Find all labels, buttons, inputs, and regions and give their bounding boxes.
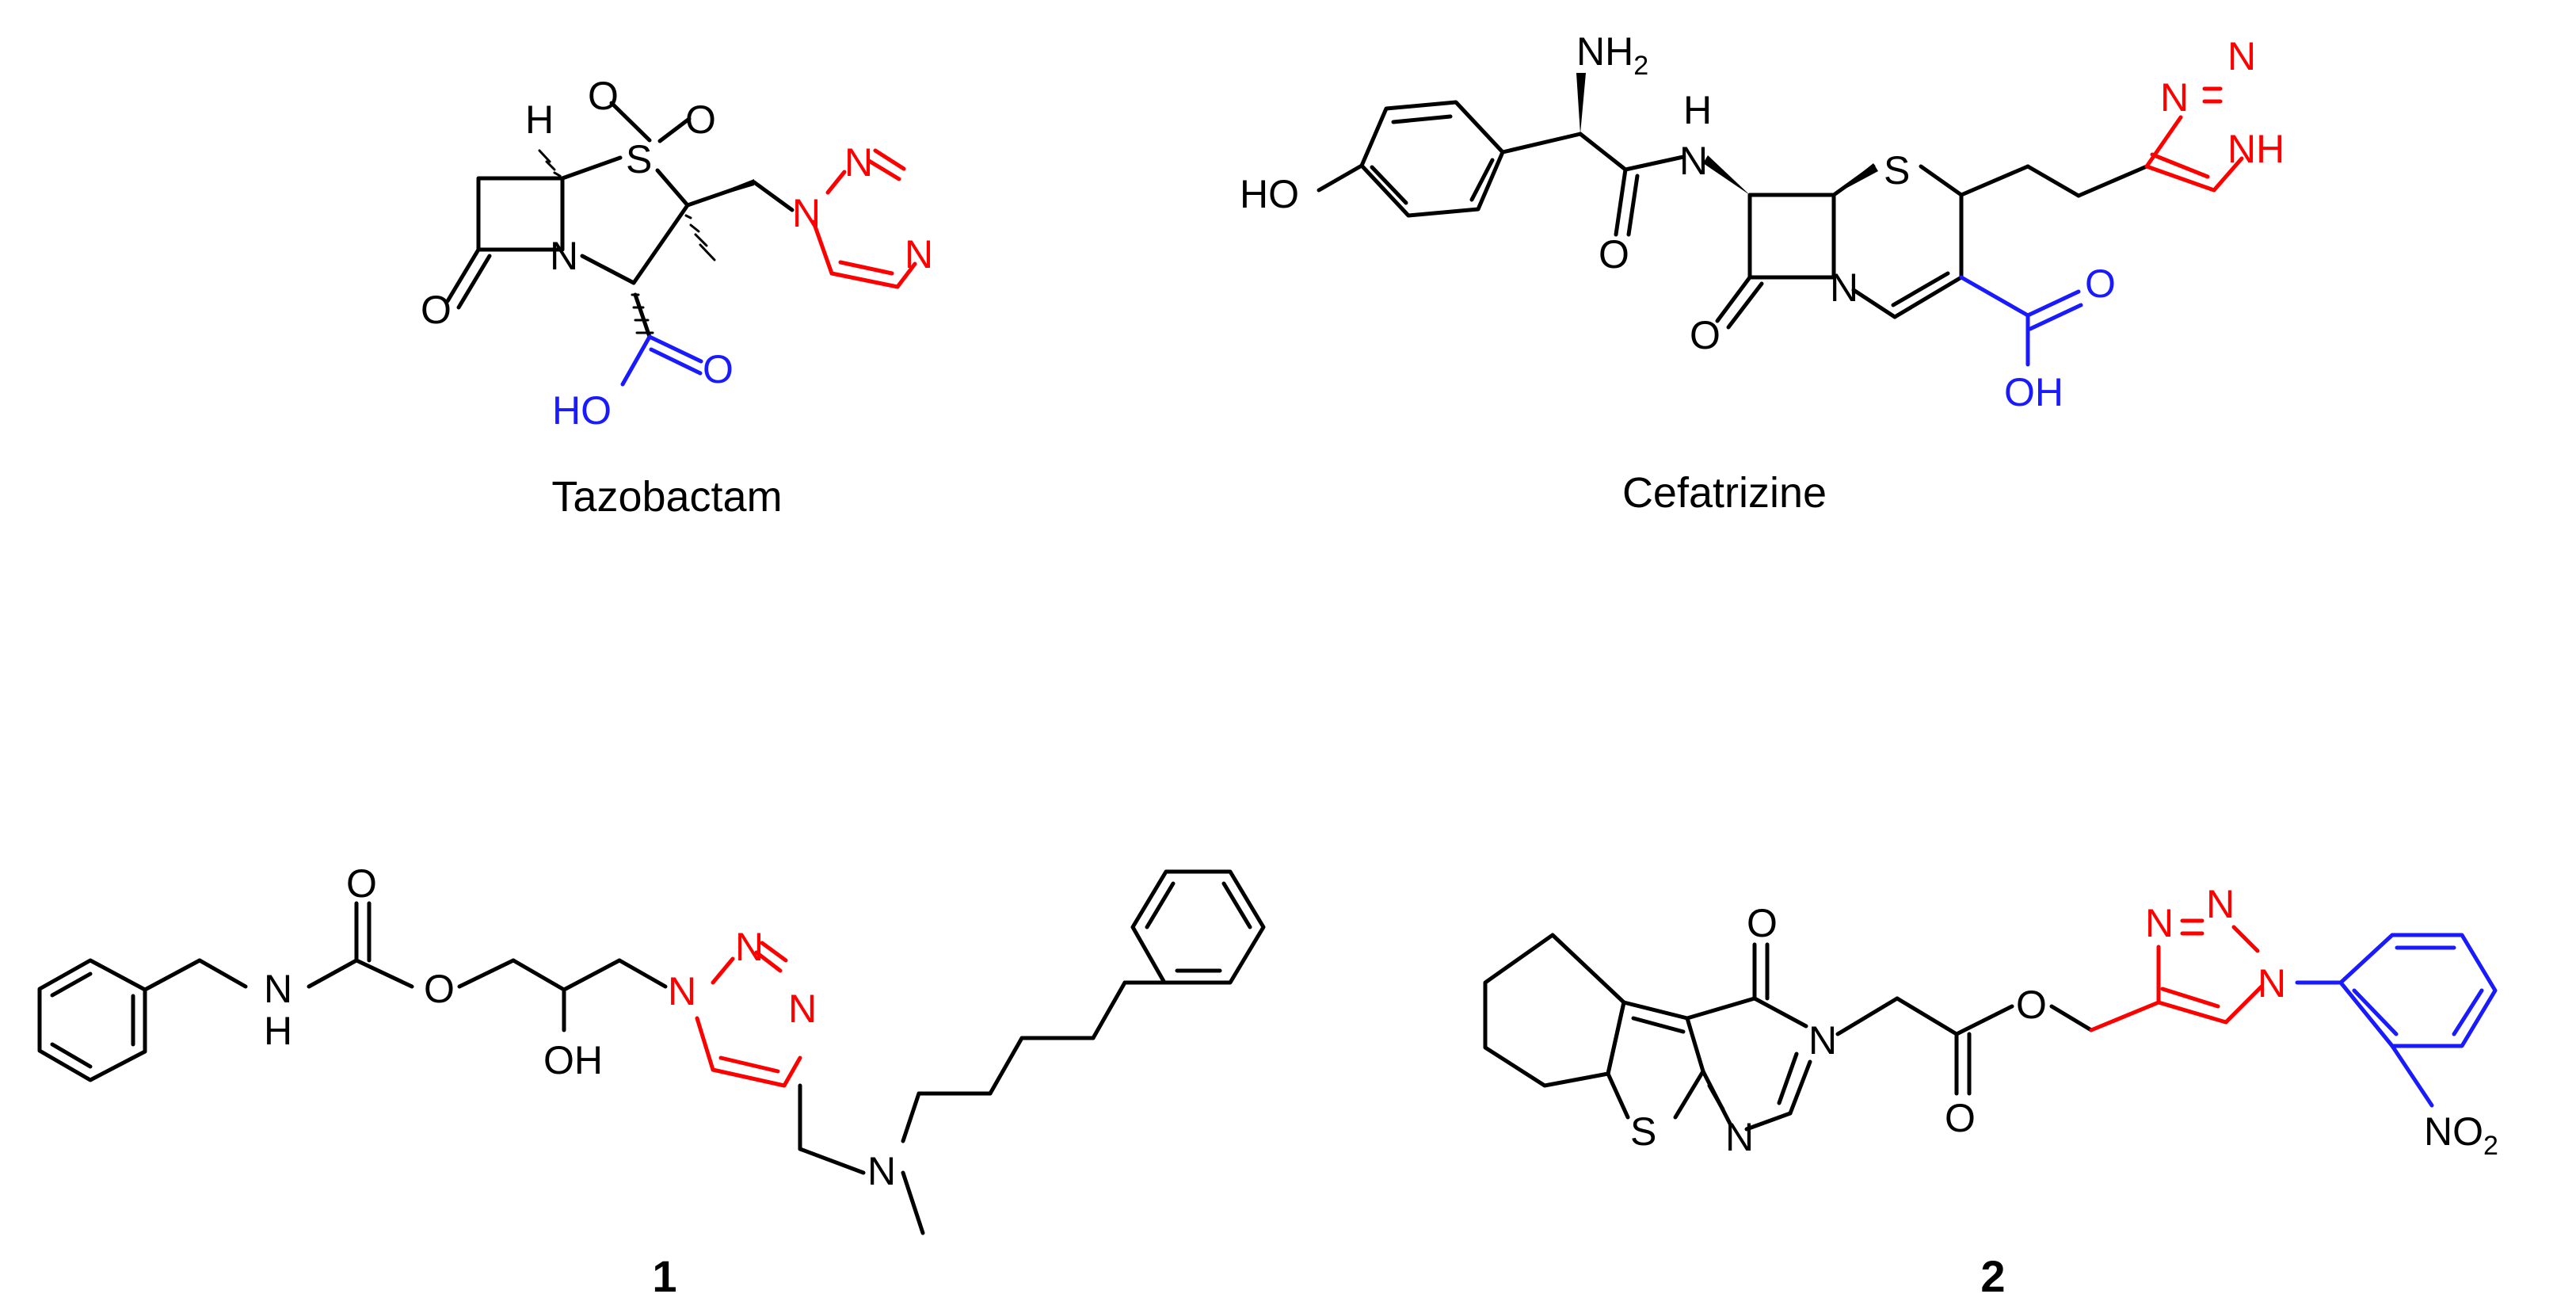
cefatrizine-triazole-bonds	[2144, 86, 2244, 193]
hydroxyl-label: HO	[552, 388, 612, 433]
ketone-oxygen-label: O	[1747, 901, 1778, 945]
ester-oxygen-label: O	[2016, 983, 2047, 1027]
acid-hydroxyl-label: OH	[2004, 370, 2063, 414]
ketone-oxygen-label: O	[421, 288, 452, 332]
triazole-nitrogen-label: N	[792, 191, 821, 235]
amine-nitrogen-label: N	[867, 1149, 896, 1193]
triazole-nitrogen-label: N	[2227, 34, 2256, 78]
compound-1-triazole-bonds	[695, 941, 802, 1088]
amide-nitrogen-label: N	[1679, 139, 1708, 183]
triazole-nitrogen-label: N	[844, 140, 873, 185]
compound-2-structure: O N N S O O N N N NO2 2	[1483, 882, 2498, 1301]
nitrogen-label: N	[550, 234, 578, 278]
tazobactam-structure: H S O O N O N N N HO O Tazobactam	[421, 74, 933, 521]
amine-label: NH2	[1576, 29, 1648, 81]
pyrimidine-nitrogen-label: N	[1725, 1115, 1754, 1159]
compound-1-atom-labels: O N H O OH N N N N	[264, 861, 896, 1193]
hydroxyl-label: OH	[543, 1038, 603, 1082]
carbamate-nitrogen-label: N	[264, 967, 292, 1011]
compound-1-structure: O N H O OH N N N N 1	[37, 861, 1266, 1301]
compound-2-caption: 2	[1980, 1251, 2005, 1301]
triazole-nitrogen-label: N	[2160, 75, 2189, 120]
triazole-nitrogen-label: N	[2206, 882, 2235, 926]
tazobactam-atom-labels: H S O O N O N N N HO O	[421, 74, 933, 433]
cefatrizine-caption: Cefatrizine	[1622, 469, 1827, 517]
triazole-nitrogen-label: N	[2145, 901, 2174, 945]
acid-oxygen-label: O	[2085, 261, 2116, 306]
sulfone-oxygen-label: O	[588, 74, 619, 118]
cefatrizine-structure: NH2 H N O HO S N O N N NH O OH Cefatrizi…	[1240, 29, 2284, 517]
tazobactam-stereo-hashes	[538, 149, 716, 334]
compound-2-triazole-bonds	[2089, 918, 2264, 1032]
triazole-nitrogen-label: N	[668, 969, 696, 1013]
nitrogen-label: N	[1830, 265, 1858, 310]
triazole-nitrogen-label: N	[788, 987, 817, 1031]
sulfur-label: S	[1884, 148, 1910, 193]
tazobactam-acid-bonds	[620, 334, 703, 387]
compound-2-atom-labels: O N N S O O N N N NO2	[1630, 882, 2498, 1161]
compound-2-nitrophenyl-bonds	[2295, 933, 2498, 1108]
sulfone-oxygen-label: O	[685, 97, 716, 142]
compound-2-bonds	[1483, 933, 2094, 1132]
pyrimidine-nitrogen-label: N	[1808, 1018, 1837, 1063]
sulfur-label: S	[626, 137, 652, 181]
compound-1-bonds	[37, 869, 1266, 1235]
cefatrizine-wedge-amide	[1703, 155, 1750, 195]
ester-oxygen-label: O	[424, 967, 455, 1011]
triazole-nitrogen-label: N	[735, 925, 764, 969]
tazobactam-wedge	[688, 179, 754, 205]
carbamate-hydrogen-label: H	[264, 1009, 292, 1053]
amide-oxygen-label: O	[1599, 232, 1629, 277]
triazole-nitrogen-label: N	[905, 232, 933, 277]
tazobactam-caption: Tazobactam	[551, 473, 782, 521]
carbonyl-oxygen-label: O	[346, 861, 377, 906]
cefatrizine-acid-bonds	[1959, 275, 2083, 367]
cefatrizine-bonds	[1317, 100, 2149, 330]
tazobactam-triazole-bonds	[811, 148, 917, 289]
tazobactam-bonds	[445, 101, 795, 339]
cefatrizine-atom-labels: NH2 H N O HO S N O N N NH O OH	[1240, 29, 2284, 414]
cefatrizine-wedge-amine	[1576, 73, 1586, 134]
phenol-hydroxyl-label: HO	[1240, 172, 1299, 216]
nitro-group-label: NO2	[2424, 1109, 2498, 1161]
compound-1-caption: 1	[652, 1251, 676, 1301]
carbonyl-oxygen-label: O	[1945, 1096, 1976, 1140]
triazole-nitrogen-label: N	[2258, 961, 2286, 1006]
thiophene-sulfur-label: S	[1630, 1109, 1656, 1154]
cefatrizine-wedge-h	[1834, 163, 1878, 195]
hydrogen-label: H	[525, 97, 554, 142]
amide-hydrogen-label: H	[1683, 88, 1712, 132]
acid-oxygen-label: O	[703, 347, 734, 391]
ketone-oxygen-label: O	[1690, 313, 1721, 357]
triazole-nh-label: NH	[2227, 127, 2284, 171]
